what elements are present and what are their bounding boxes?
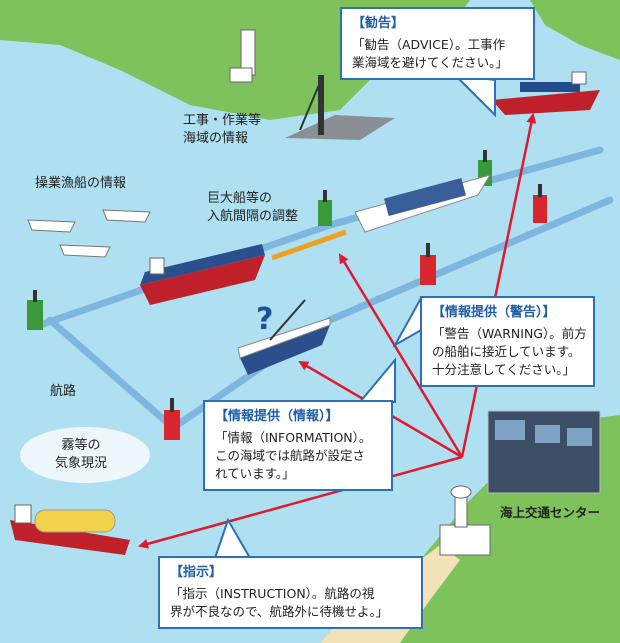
bubble-advice-line: 「勧告（ADVICE）。工事作 — [352, 36, 506, 52]
bubble-warning-title: 【情報提供（警告）】 — [432, 305, 556, 320]
label-fishing: 操業漁船の情報 — [35, 176, 127, 191]
spacing-arrow — [271, 229, 347, 261]
bubble-advice-line: 業海域を避けてください。」 — [352, 54, 508, 70]
bubble-instruction-title: 【指示】 — [170, 565, 223, 580]
label-weather: 霧等の 気象現況 — [55, 437, 107, 472]
label-large-ship-line1: 巨大船等の — [207, 191, 273, 206]
fog-cloud — [20, 427, 150, 483]
label-large-ship-line2: 入航間隔の調整 — [207, 208, 299, 224]
question-mark-icon: ? — [256, 302, 274, 337]
land-top-right — [530, 0, 620, 60]
label-construction: 工事・作業等 海域の情報 — [183, 112, 261, 147]
label-weather-line1: 霧等の — [61, 438, 101, 453]
label-construction-line1: 工事・作業等 — [183, 113, 262, 128]
arrow-to-lpg-ship — [138, 455, 463, 549]
buoy-red-2 — [420, 243, 436, 285]
arrow-to-tanker — [460, 113, 537, 458]
bubble-warning: 【情報提供（警告）】 「警告（WARNING）。前方 の船舶に接近しています。 … — [420, 296, 595, 388]
bubble-information: 【情報提供（情報）】 「情報（INFORMATION）。 この海域では航路が設定… — [203, 400, 393, 492]
label-large-ship: 巨大船等の 入航間隔の調整 — [207, 190, 298, 225]
bubble-instruction: 【指示】 「指示（INSTRUCTION）。航路の視 界が不良なので、航路外に待… — [158, 556, 423, 630]
ship-container — [354, 174, 492, 233]
buoy-green-1 — [27, 290, 43, 330]
fairway-line — [46, 316, 174, 429]
buoy-green-2 — [318, 190, 332, 226]
bubble-information-title: 【情報提供（情報）】 — [215, 409, 339, 424]
buoy-red-3 — [533, 184, 547, 223]
bubble-information-line: この海域では航路が設定さ — [215, 447, 366, 463]
bubble-instruction-line: 「指示（INSTRUCTION）。航路の視 — [170, 585, 375, 601]
bubble-information-line: 「情報（INFORMATION）。 — [215, 429, 372, 445]
crane-tower — [318, 75, 324, 135]
arrow-to-container — [338, 253, 464, 458]
ship-tanker-top-right — [492, 71, 600, 115]
label-construction-line2: 海域の情報 — [183, 130, 249, 146]
label-center: 海上交通センター — [500, 505, 601, 520]
label-weather-line2: 気象現況 — [55, 455, 108, 471]
ship-large — [140, 244, 265, 305]
traffic-center-building — [439, 485, 491, 556]
fishing-boats — [27, 209, 151, 258]
bubble-advice-title: 【勧告】 — [352, 16, 405, 31]
label-fairway: 航路 — [50, 384, 77, 399]
ship-lpg — [10, 504, 130, 555]
construction-platform — [285, 115, 395, 140]
buoy-red-1 — [164, 398, 180, 440]
bubble-warning-line: 十分注意してください。」 — [432, 362, 576, 378]
ship-crane — [237, 299, 331, 375]
bubble-information-line: れています。」 — [215, 466, 295, 482]
bubble-instruction-line: 界が不良なので、航路外に待機せよ。」 — [170, 603, 389, 619]
bubble-warning-line: 「警告（WARNING）。前方 — [432, 325, 587, 341]
bubble-warning-line: の船舶に接近しています。 — [432, 343, 581, 359]
bubble-advice: 【勧告】 「勧告（ADVICE）。工事作 業海域を避けてください。」 — [340, 7, 535, 81]
